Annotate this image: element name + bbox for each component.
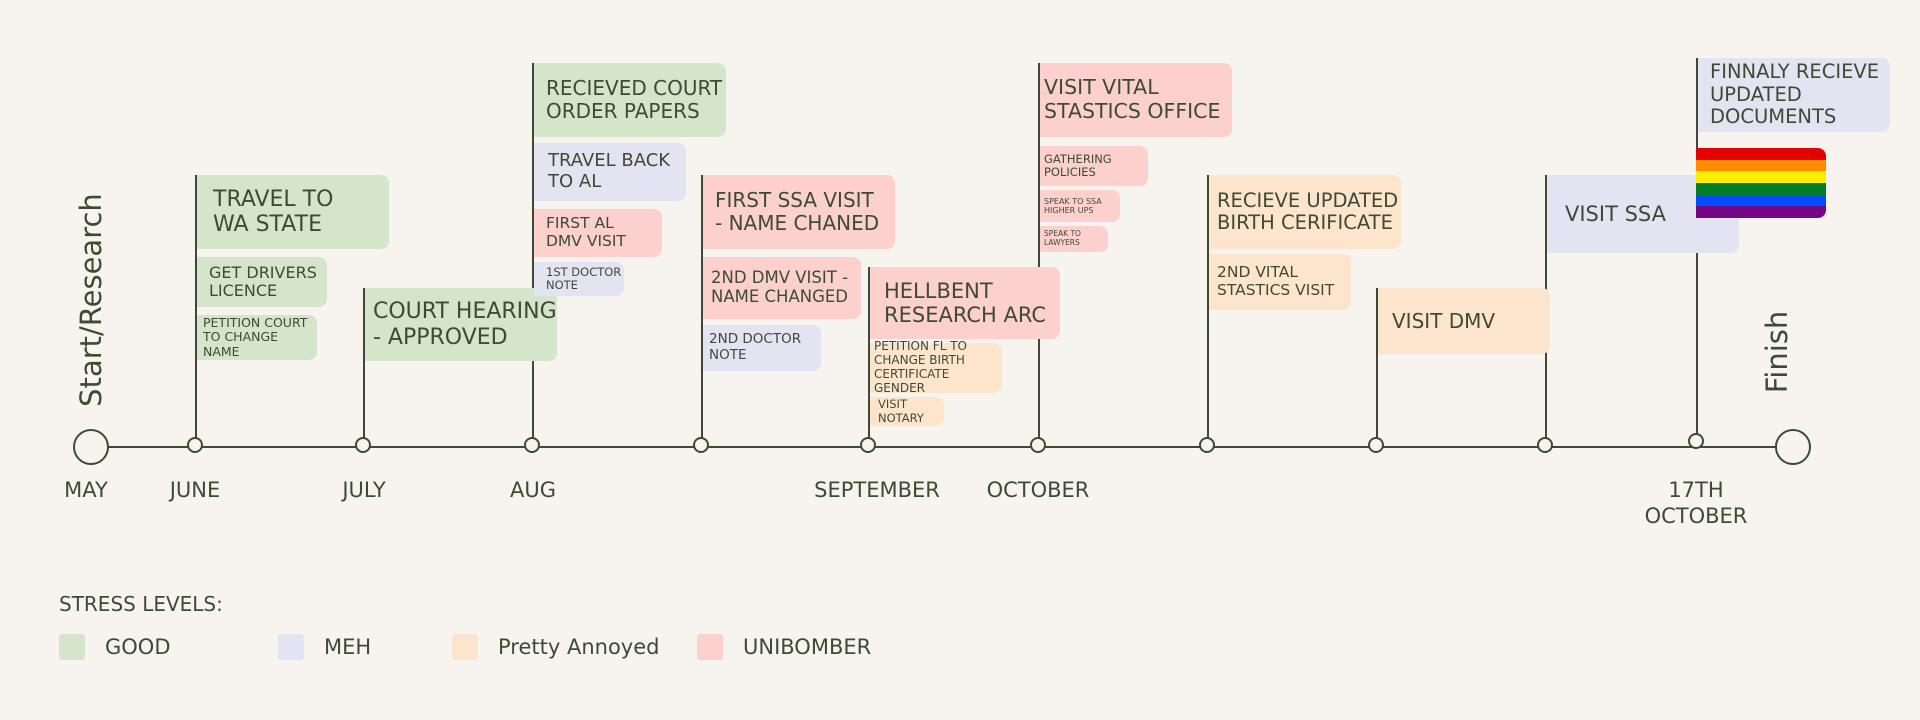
event-card: SPEAK TO SSA HIGHER UPS <box>1040 190 1120 222</box>
milestone-dot <box>1199 437 1215 453</box>
legend-label: UNIBOMBER <box>743 635 872 659</box>
start-circle <box>73 429 109 465</box>
milestone-dot <box>1030 437 1046 453</box>
event-card: FIRST SSA VISIT - NAME CHANED <box>703 175 895 249</box>
milestone-dot <box>1688 433 1704 449</box>
legend-item-unibomber: UNIBOMBER <box>697 634 871 660</box>
milestone-dot <box>355 437 371 453</box>
event-card: PETITION FL TO CHANGE BIRTH CERTIFICATE … <box>870 339 1002 395</box>
flag-stripe <box>1696 194 1826 207</box>
event-card: 2ND VITAL STASTICS VISIT <box>1209 254 1351 310</box>
legend-label: Pretty Annoyed <box>498 635 660 659</box>
legend-item-pretty-annoyed: Pretty Annoyed <box>452 634 659 660</box>
event-card: VISIT VITAL STASTICS OFFICE <box>1040 63 1232 137</box>
legend-item-meh: MEH <box>278 634 371 660</box>
milestone-pole <box>701 175 703 447</box>
event-card: SPEAK TO LAWYERS <box>1040 226 1108 252</box>
finish-circle <box>1775 429 1811 465</box>
event-card: VISIT DMV <box>1378 288 1550 354</box>
event-card: COURT HEARING - APPROVED <box>365 288 557 361</box>
finish-label: Finish <box>1760 310 1794 394</box>
flag-stripe <box>1696 148 1826 160</box>
legend-swatch <box>278 634 304 660</box>
legend-swatch <box>59 634 85 660</box>
event-card: RECIEVE UPDATED BIRTH CERIFICATE <box>1209 175 1401 249</box>
milestone-dot <box>187 437 203 453</box>
flag-stripe <box>1696 182 1826 195</box>
milestone-pole <box>195 175 197 447</box>
flag-stripe <box>1696 171 1826 183</box>
milestone-pole <box>868 267 870 447</box>
event-card: PETITION COURT TO CHANGE NAME <box>197 315 317 360</box>
milestone-dot <box>1368 437 1384 453</box>
legend-swatch <box>452 634 478 660</box>
event-card: HELLBENT RESEARCH ARC <box>870 267 1060 339</box>
event-card: 1ST DOCTOR NOTE <box>534 262 624 296</box>
milestone-dot <box>1537 437 1553 453</box>
month-label: AUG <box>509 478 557 502</box>
month-label: JUNE <box>169 478 221 502</box>
event-card: VISIT NOTARY <box>870 397 944 426</box>
month-label: JULY <box>342 478 386 502</box>
month-label: OCTOBER <box>986 478 1090 502</box>
flag-stripe <box>1696 159 1826 172</box>
event-card: FIRST AL DMV VISIT <box>534 209 662 257</box>
milestone-dot <box>860 437 876 453</box>
legend-item-good: GOOD <box>59 634 171 660</box>
month-label: SEPTEMBER <box>814 478 940 502</box>
milestone-pole <box>1038 63 1040 447</box>
event-card: TRAVEL BACK TO AL <box>534 143 686 201</box>
legend-label: MEH <box>324 635 372 659</box>
milestone-pole <box>532 63 534 447</box>
pride-flag-icon <box>1696 148 1826 218</box>
timeline-axis <box>90 446 1794 448</box>
start-label: Start/Research <box>74 193 108 407</box>
event-card: GET DRIVERS LICENCE <box>197 257 327 307</box>
month-label: 17TH OCTOBER <box>1644 478 1748 528</box>
legend-label: GOOD <box>105 635 171 659</box>
milestone-pole <box>1207 175 1209 447</box>
event-card: FINNALY RECIEVE UPDATED DOCUMENTS <box>1698 58 1890 132</box>
legend-title: STRESS LEVELS: <box>59 592 223 616</box>
milestone-dot <box>693 437 709 453</box>
flag-stripe <box>1696 206 1826 218</box>
milestone-pole <box>363 288 365 447</box>
event-card: 2ND DMV VISIT - NAME CHANGED <box>703 257 861 319</box>
legend-swatch <box>697 634 723 660</box>
event-card: GATHERING POLICIES <box>1040 146 1148 186</box>
event-card: 2ND DOCTOR NOTE <box>703 325 821 371</box>
event-card: TRAVEL TO WA STATE <box>197 175 389 249</box>
milestone-pole <box>1376 288 1378 447</box>
milestone-dot <box>524 437 540 453</box>
event-card: RECIEVED COURT ORDER PAPERS <box>534 63 726 137</box>
month-label: MAY <box>64 478 108 502</box>
